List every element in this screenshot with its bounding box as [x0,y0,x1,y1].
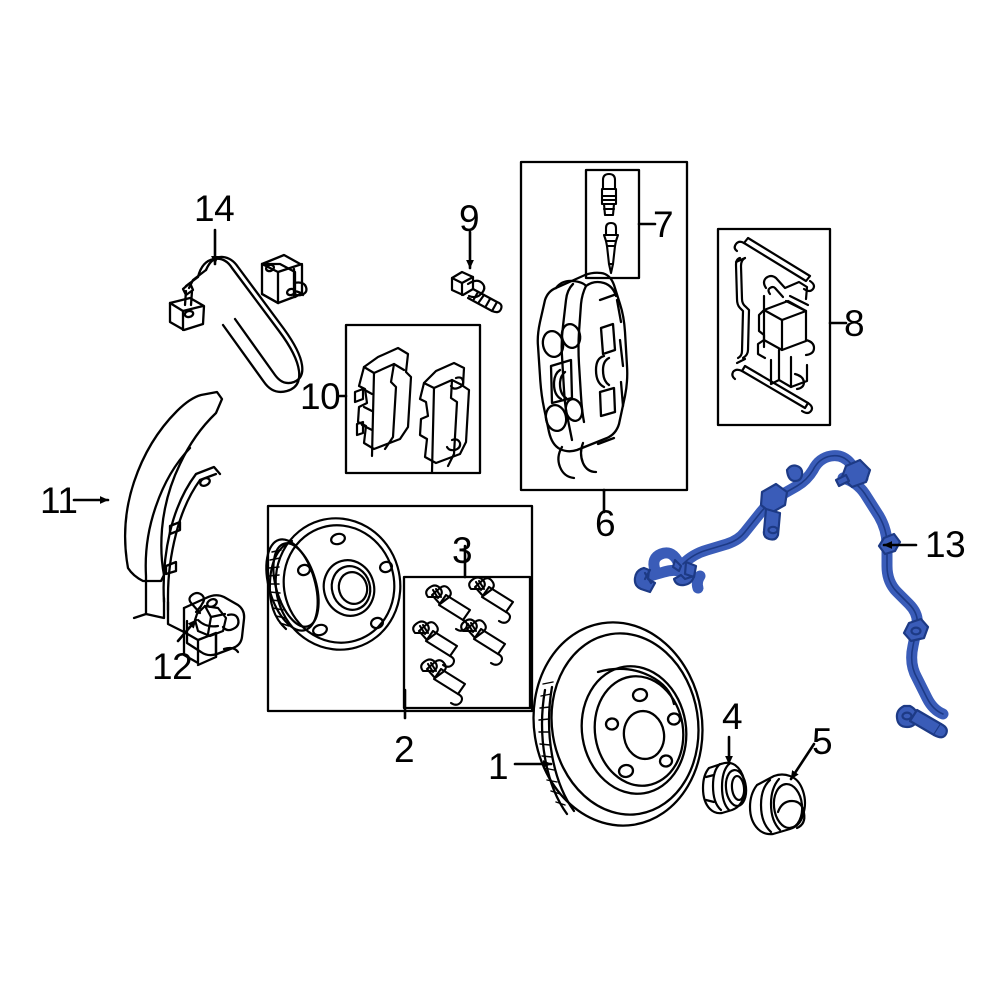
leader-12 [176,618,198,643]
part-splash-shield-bolt [188,591,228,638]
part-splash-shield [123,390,246,667]
callout-number-2[interactable]: 2 [394,729,415,770]
callout-number-8[interactable]: 8 [844,303,865,344]
part-wheel-hub [265,517,402,651]
part-bleeder-cap [600,172,618,217]
part-wheel-studs [412,576,515,706]
part-brake-pads [353,346,471,474]
part-axle-hub-nut [701,761,748,815]
part-caliper-mounting-bolt [450,270,503,314]
callout-number-1[interactable]: 1 [488,746,509,787]
part-brake-hose [168,253,308,394]
part-hub-dust-cap [748,773,807,836]
part-brake-caliper [536,271,629,480]
callout-number-12[interactable]: 12 [152,646,193,687]
callout-number-9[interactable]: 9 [459,198,480,239]
callout-number-11[interactable]: 11 [40,480,78,521]
part-hardware-kit [731,236,816,415]
part-abs-wheel-speed-sensor [633,450,949,739]
callout-number-5[interactable]: 5 [812,721,833,762]
callout-number-4[interactable]: 4 [722,696,743,737]
callout-number-10[interactable]: 10 [300,376,341,417]
callout-number-6[interactable]: 6 [595,503,616,544]
callout-number-3[interactable]: 3 [452,530,473,571]
callout-number-7[interactable]: 7 [653,204,674,245]
box-wheel-stud [402,575,532,710]
callout-number-13[interactable]: 13 [925,524,966,565]
box-caliper-hardware-kit [716,227,832,427]
part-brake-rotor [532,621,704,827]
callout-number-14[interactable]: 14 [194,188,235,229]
part-bleeder-screw [602,221,620,275]
leader-5 [789,742,816,781]
